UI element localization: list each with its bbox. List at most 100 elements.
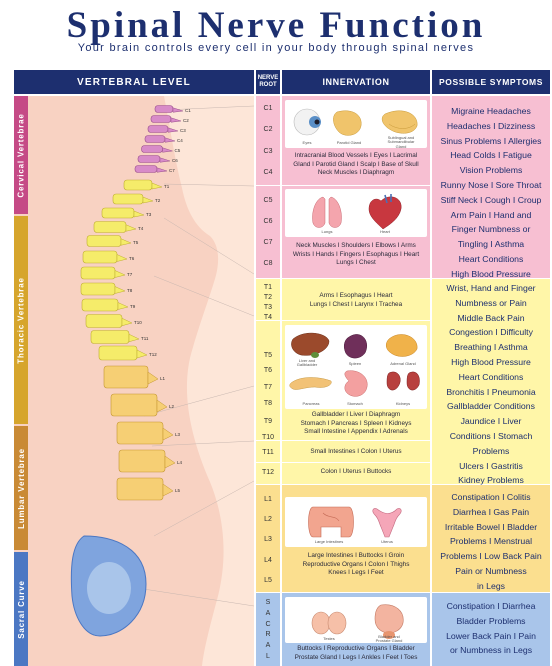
thoracic-strip <box>14 216 28 424</box>
innervation-lumbar: Large Intestines I Buttocks I Groin Repr… <box>302 552 410 577</box>
vertebra-c2 <box>150 115 172 123</box>
spine-label-c1: C1 <box>185 108 191 113</box>
separator <box>256 320 432 321</box>
spine-label-l4: L4 <box>177 460 183 465</box>
large-intestines-icon <box>308 506 354 538</box>
root-t4: T4 <box>263 314 273 321</box>
stomach-icon <box>344 370 368 397</box>
vertebra-c7 <box>134 165 158 173</box>
vertebra-c4 <box>144 135 166 143</box>
spinous-process-c5 <box>162 147 173 153</box>
root-l2: L2 <box>264 516 272 523</box>
spine-label-c5: C5 <box>175 148 181 153</box>
testes-icon <box>311 611 347 635</box>
spinous-process-l3 <box>162 427 174 441</box>
spine-label-t7: T7 <box>127 272 133 277</box>
vertebra-t9 <box>81 298 119 312</box>
header-nerve-root: NERVE ROOT <box>256 70 280 94</box>
spine-label-t11: T11 <box>141 336 149 341</box>
spine-label-c6: C6 <box>172 158 178 163</box>
organ-panel-sacral: Testes Bladder and Prostate Gland <box>285 597 427 643</box>
label-sublingual: Sublingual and Submandibular Gland <box>387 135 415 149</box>
root-c3: C3 <box>263 148 273 155</box>
spinous-process-c7 <box>156 167 168 173</box>
spinous-process-t12 <box>136 349 148 359</box>
root-t2: T2 <box>263 294 273 301</box>
spinous-process-c6 <box>159 157 171 163</box>
vertebra-t4 <box>93 221 127 233</box>
label-eyes: Eyes <box>302 140 312 145</box>
kidneys-icon <box>386 371 420 391</box>
sacrum-highlight <box>87 562 131 614</box>
innervation-t1-t4: Arms I Esophagus I Heart Lungs I Chest I… <box>309 292 403 308</box>
spinous-process-t6 <box>116 254 128 262</box>
symptoms-sacral: Constipation I Diarrhea Bladder Problems… <box>446 601 536 656</box>
organ-illustrations <box>312 194 402 230</box>
vertebra-t10 <box>85 314 123 328</box>
root-t7: T7 <box>263 384 273 391</box>
root-t3: T3 <box>263 304 273 311</box>
spine-label-c2: C2 <box>183 118 189 123</box>
column-divider <box>280 96 282 666</box>
vertebra-l5 <box>116 477 164 501</box>
guide-lines <box>123 105 254 607</box>
root-c1: C1 <box>263 105 273 112</box>
spinous-process-l4 <box>164 455 176 469</box>
root-l3: L3 <box>264 536 272 543</box>
spine-label-t4: T4 <box>138 226 144 231</box>
spinous-process-t9 <box>117 302 129 310</box>
label-bladder: Bladder and Prostate Gland <box>375 634 403 644</box>
pancreas-icon <box>289 377 332 390</box>
organ-illustrations <box>308 506 402 538</box>
header-vertebral-level: VERTEBRAL LEVEL <box>14 70 254 94</box>
liver-icon <box>291 332 330 358</box>
innervation-c5-c8: Neck Muscles I Shoulders I Elbows I Arms… <box>292 242 420 267</box>
separator <box>256 592 550 593</box>
spine-label-l2: L2 <box>169 404 175 409</box>
label-heart: Heart <box>380 229 390 234</box>
symptoms-thoracic: Wrist, Hand and Finger Numbness or Pain … <box>446 283 536 486</box>
label-liver: Liver and Gallbladder <box>296 358 318 368</box>
spine-labels-group: C1C2C3C4C5C6C7T1T2T3T4T5T6T7T8T9T10T11T1… <box>127 108 191 493</box>
spine-label-c4: C4 <box>177 138 183 143</box>
label-pancreas: Pancreas <box>302 401 320 406</box>
spinous-process-t11 <box>128 333 140 343</box>
page-title: Spinal Nerve Function <box>66 5 486 46</box>
vertebra-t2 <box>112 193 144 205</box>
sacral-strip <box>14 552 28 666</box>
root-t10: T10 <box>261 434 275 441</box>
uterus-icon <box>372 508 402 538</box>
vertebra-t7 <box>80 266 116 280</box>
cervical-strip <box>14 96 28 214</box>
spinous-process-t1 <box>151 182 163 190</box>
region-label-cervical: Cervical Vertebrae <box>16 112 26 198</box>
spleen-icon <box>343 334 367 359</box>
vertebra-t1 <box>123 179 153 191</box>
innervation-t12: Colon I Uterus I Buttocks <box>320 468 392 475</box>
spine-label-t6: T6 <box>129 256 135 261</box>
spinous-process-t2 <box>142 196 154 204</box>
heart-icon <box>368 194 402 230</box>
root-l4: L4 <box>264 557 272 564</box>
label-intestines: Large Intestines <box>314 539 344 544</box>
spine-label-l3: L3 <box>175 432 181 437</box>
root-t5: T5 <box>263 352 273 359</box>
root-c2: C2 <box>263 126 273 133</box>
vertebra-l1 <box>103 365 149 389</box>
organ-panel-t5-t10: Liver and Gallbladder Spleen Adrenal Gla… <box>285 325 427 409</box>
spinous-process-t3 <box>133 210 145 218</box>
vertebra-c3 <box>147 125 169 133</box>
spine-label-l1: L1 <box>160 376 166 381</box>
spine-label-t9: T9 <box>130 304 136 309</box>
innervation-t11: Small Intestines I Colon I Uterus <box>310 448 402 455</box>
root-c6: C6 <box>263 218 273 225</box>
organ-illustrations <box>293 108 418 136</box>
separator <box>256 185 432 186</box>
root-t6: T6 <box>263 367 273 374</box>
label-spleen: Spleen <box>348 361 362 366</box>
header-innervation: INNERVATION <box>282 70 430 94</box>
root-l1: L1 <box>264 496 272 503</box>
spinous-process-c2 <box>170 117 182 123</box>
region-label-sacral: Sacral Curve <box>16 579 26 639</box>
